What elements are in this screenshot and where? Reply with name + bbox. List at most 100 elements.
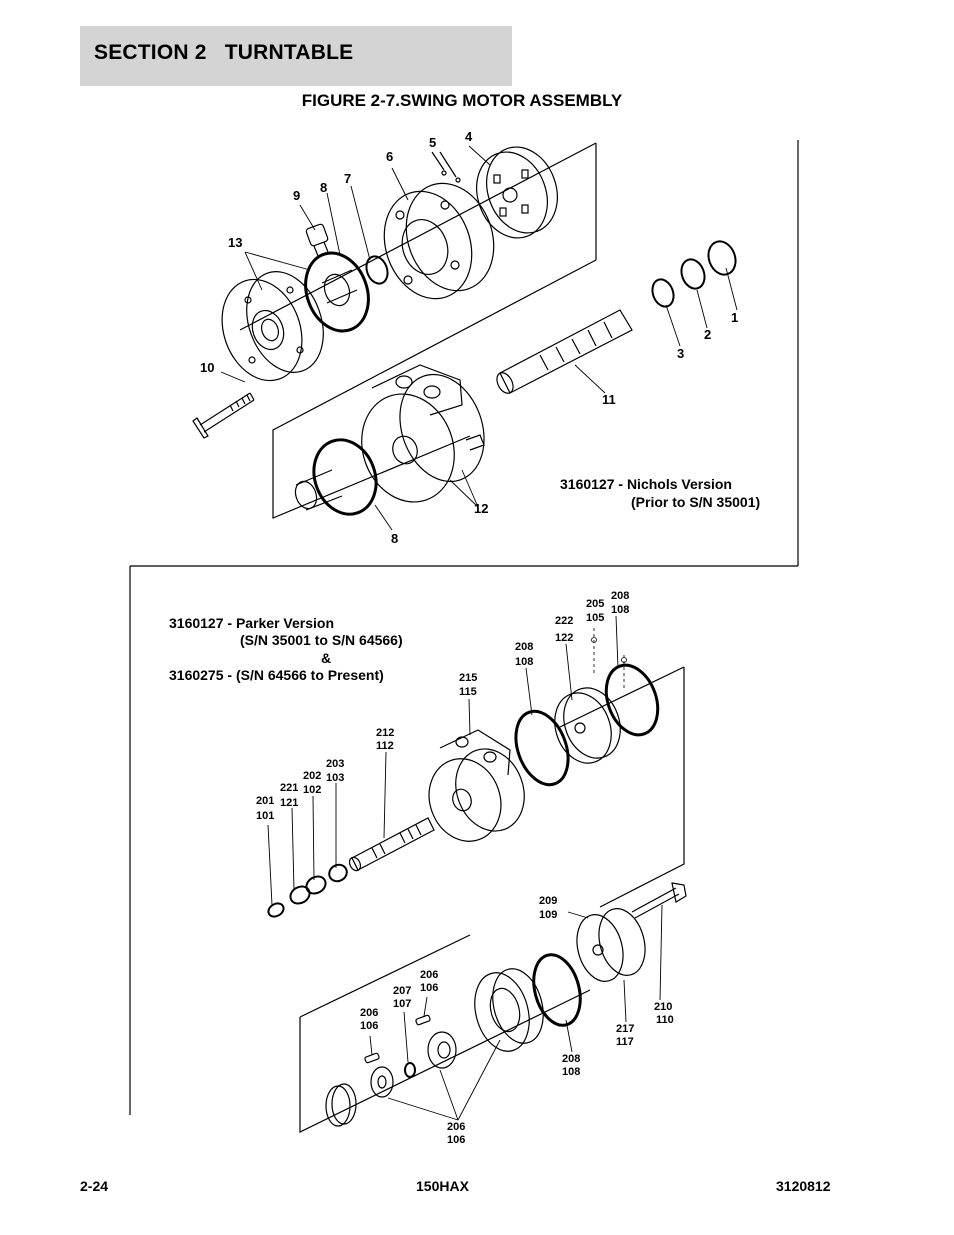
callout: 3	[677, 346, 684, 361]
callout: 106	[360, 1020, 378, 1032]
callout: 10	[200, 360, 214, 375]
parker-part-seal-lower	[532, 953, 582, 1027]
callout: 12	[474, 501, 488, 516]
callout: 106	[420, 982, 438, 994]
nichols-part-bushing	[294, 469, 343, 511]
parker-part-small-ring	[404, 1062, 416, 1078]
section-title: SECTION 2 TURNTABLE	[94, 41, 354, 64]
nichols-part-plug	[305, 223, 329, 257]
callout: 13	[228, 235, 242, 250]
callout: 106	[447, 1134, 465, 1146]
figure-title: FIGURE 2-7.SWING MOTOR ASSEMBLY	[0, 91, 954, 111]
callout: 8	[320, 180, 327, 195]
callout: 7	[344, 171, 351, 186]
footer-page-number: 2-24	[80, 1178, 109, 1194]
callout: 102	[303, 784, 321, 796]
callout: 5	[429, 135, 436, 150]
parker-caption-line2: (S/N 35001 to S/N 64566)	[240, 632, 403, 648]
nichols-part-oring-upper	[304, 251, 370, 333]
nichols-part-end-cap	[221, 271, 324, 382]
callout: 221	[280, 782, 298, 794]
callout: 209	[539, 895, 557, 907]
nichols-part-bolt	[192, 392, 255, 439]
parker-part-gerotor-ring	[474, 968, 544, 1052]
callout: 108	[515, 656, 533, 668]
parker-part-end-cover	[576, 908, 646, 982]
callout: 208	[515, 641, 533, 653]
nichols-callout-numbers: 1 2 3 4 5 6 7 8 9 10 11 12 13 8	[200, 129, 738, 546]
parker-caption-line4: 3160275 - (S/N 64566 to Present)	[169, 667, 384, 683]
callout: 11	[602, 392, 616, 407]
callout: 109	[539, 909, 557, 921]
parker-part-rotor-small	[370, 1066, 394, 1098]
callout: 206	[420, 969, 438, 981]
callout: 201	[256, 795, 274, 807]
callout: 2	[704, 327, 711, 342]
parker-part-seal-mid	[514, 709, 570, 787]
parker-part-seal-right	[604, 663, 660, 737]
callout: 222	[555, 615, 573, 627]
nichols-frame	[129, 140, 799, 1115]
callout: 110	[656, 1014, 674, 1026]
callout: 210	[654, 1001, 672, 1013]
callout: 4	[465, 129, 473, 144]
nichols-part-oring-lower	[312, 438, 378, 516]
callout: 122	[555, 632, 573, 644]
callout: 107	[393, 998, 411, 1010]
parker-outline	[299, 666, 685, 1133]
callout: 101	[256, 810, 274, 822]
callout: 103	[326, 772, 344, 784]
callout: 212	[376, 727, 394, 739]
parker-leaders	[267, 615, 663, 1121]
callout: 115	[459, 686, 477, 698]
callout: 202	[303, 770, 321, 782]
section-header-bar	[80, 26, 512, 86]
callout: 9	[293, 188, 300, 203]
callout: 206	[447, 1121, 465, 1133]
callout: 105	[586, 612, 604, 624]
callout: 208	[562, 1053, 580, 1065]
nichols-part-pins	[431, 151, 461, 183]
parker-caption-line3: &	[321, 650, 332, 666]
parker-part-shaft	[348, 817, 435, 872]
parker-part-housing	[428, 729, 525, 842]
nichols-part-main-housing	[361, 364, 485, 503]
callout: 121	[280, 797, 298, 809]
nichols-caption-line2: (Prior to S/N 35001)	[631, 494, 761, 510]
parker-part-rings	[267, 863, 348, 918]
parker-part-disc	[325, 1083, 357, 1127]
figure-title-text: FIGURE 2-7.SWING MOTOR ASSEMBLY	[301, 91, 623, 110]
nichols-part-bearing	[321, 269, 358, 307]
callout: 205	[586, 598, 604, 610]
callout: 203	[326, 758, 344, 770]
callout: 108	[611, 604, 629, 616]
callout: 8	[391, 531, 398, 546]
callout: 1	[731, 310, 738, 325]
nichols-leaders	[220, 145, 738, 531]
parker-markers	[591, 628, 627, 690]
parker-part-bolt	[631, 882, 687, 919]
nichols-caption-line1: 3160127 - Nichols Version	[560, 476, 732, 492]
nichols-outline	[239, 142, 597, 519]
footer-model: 150HAX	[416, 1178, 469, 1194]
callout: 215	[459, 672, 477, 684]
nichols-part-seals	[651, 240, 737, 308]
